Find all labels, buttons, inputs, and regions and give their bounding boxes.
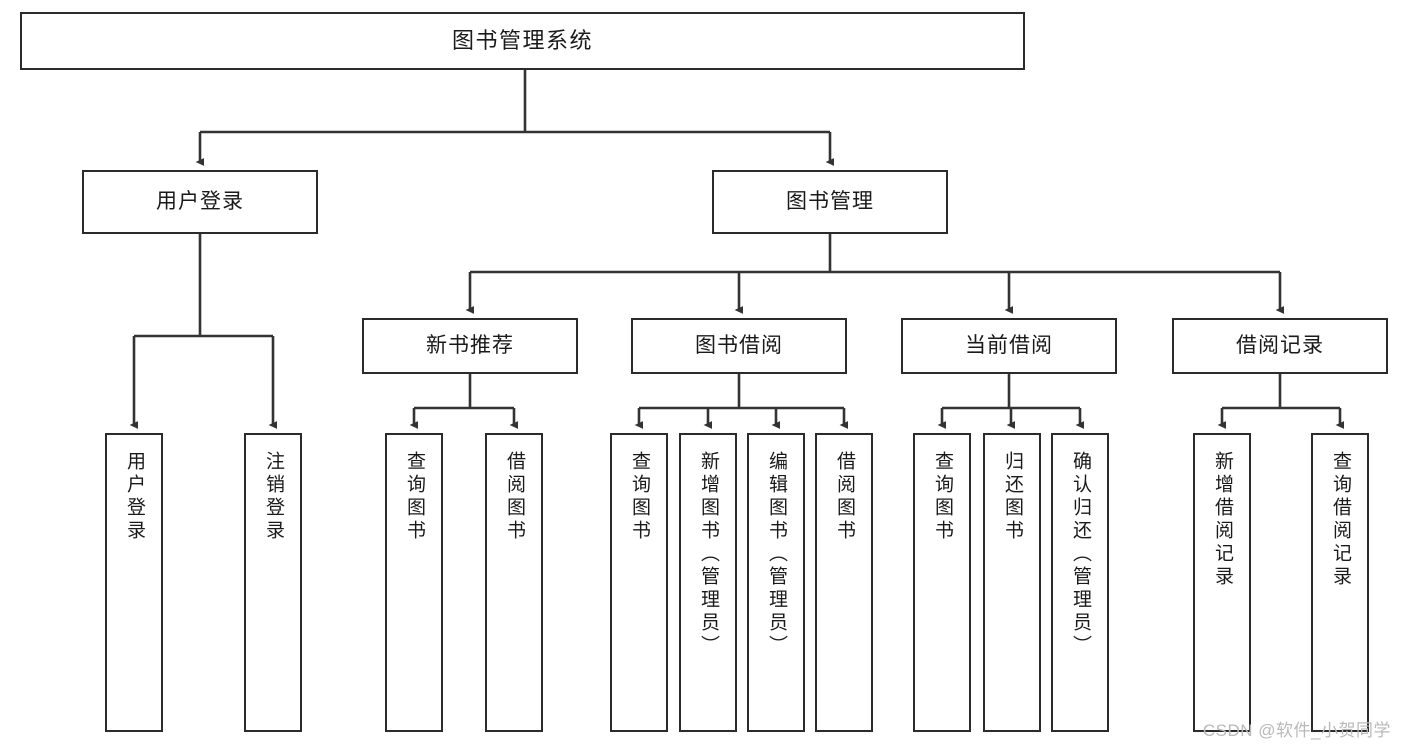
leaf-query-book-3[interactable]: 查询图书 bbox=[913, 433, 971, 732]
node-borrow-record[interactable]: 借阅记录 bbox=[1172, 318, 1388, 374]
leaf-borrow-book-2[interactable]: 借阅图书 bbox=[815, 433, 873, 732]
node-new-book-recommend-label: 新书推荐 bbox=[426, 333, 514, 357]
leaf-user-login-label: 用户登录 bbox=[123, 451, 145, 543]
node-root[interactable]: 图书管理系统 bbox=[20, 12, 1025, 70]
leaf-confirm-return[interactable]: 确认归还（管理员） bbox=[1051, 433, 1109, 732]
leaf-add-book-label: 新增图书（管理员） bbox=[697, 451, 719, 658]
leaf-confirm-return-label: 确认归还（管理员） bbox=[1069, 451, 1091, 658]
node-borrow-record-label: 借阅记录 bbox=[1236, 333, 1324, 357]
leaf-query-book-3-label: 查询图书 bbox=[931, 451, 953, 543]
node-book-borrow[interactable]: 图书借阅 bbox=[631, 318, 847, 374]
leaf-query-book-1[interactable]: 查询图书 bbox=[385, 433, 443, 732]
leaf-edit-book-label: 编辑图书（管理员） bbox=[765, 451, 787, 658]
leaf-query-book-1-label: 查询图书 bbox=[403, 451, 425, 543]
leaf-logout[interactable]: 注销登录 bbox=[244, 433, 302, 732]
node-current-borrow-label: 当前借阅 bbox=[965, 333, 1053, 357]
leaf-user-login[interactable]: 用户登录 bbox=[105, 433, 163, 732]
leaf-edit-book[interactable]: 编辑图书（管理员） bbox=[747, 433, 805, 732]
leaf-return-book-label: 归还图书 bbox=[1001, 451, 1023, 543]
node-user-login[interactable]: 用户登录 bbox=[82, 170, 318, 234]
node-book-management-label: 图书管理 bbox=[786, 189, 874, 213]
leaf-borrow-book-2-label: 借阅图书 bbox=[833, 451, 855, 543]
node-current-borrow[interactable]: 当前借阅 bbox=[901, 318, 1117, 374]
leaf-query-record[interactable]: 查询借阅记录 bbox=[1311, 433, 1369, 732]
leaf-logout-label: 注销登录 bbox=[262, 451, 284, 543]
node-book-borrow-label: 图书借阅 bbox=[695, 333, 783, 357]
leaf-borrow-book-1[interactable]: 借阅图书 bbox=[485, 433, 543, 732]
leaf-query-record-label: 查询借阅记录 bbox=[1329, 451, 1351, 589]
leaf-borrow-book-1-label: 借阅图书 bbox=[503, 451, 525, 543]
leaf-add-record[interactable]: 新增借阅记录 bbox=[1193, 433, 1251, 732]
node-user-login-label: 用户登录 bbox=[156, 189, 244, 213]
leaf-query-book-2[interactable]: 查询图书 bbox=[610, 433, 668, 732]
node-book-management[interactable]: 图书管理 bbox=[712, 170, 948, 234]
watermark: CSDN @软件_小贺同学 bbox=[1202, 721, 1391, 740]
node-root-label: 图书管理系统 bbox=[451, 28, 593, 54]
leaf-add-book[interactable]: 新增图书（管理员） bbox=[679, 433, 737, 732]
node-new-book-recommend[interactable]: 新书推荐 bbox=[362, 318, 578, 374]
leaf-query-book-2-label: 查询图书 bbox=[628, 451, 650, 543]
leaf-add-record-label: 新增借阅记录 bbox=[1211, 451, 1233, 589]
leaf-return-book[interactable]: 归还图书 bbox=[983, 433, 1041, 732]
